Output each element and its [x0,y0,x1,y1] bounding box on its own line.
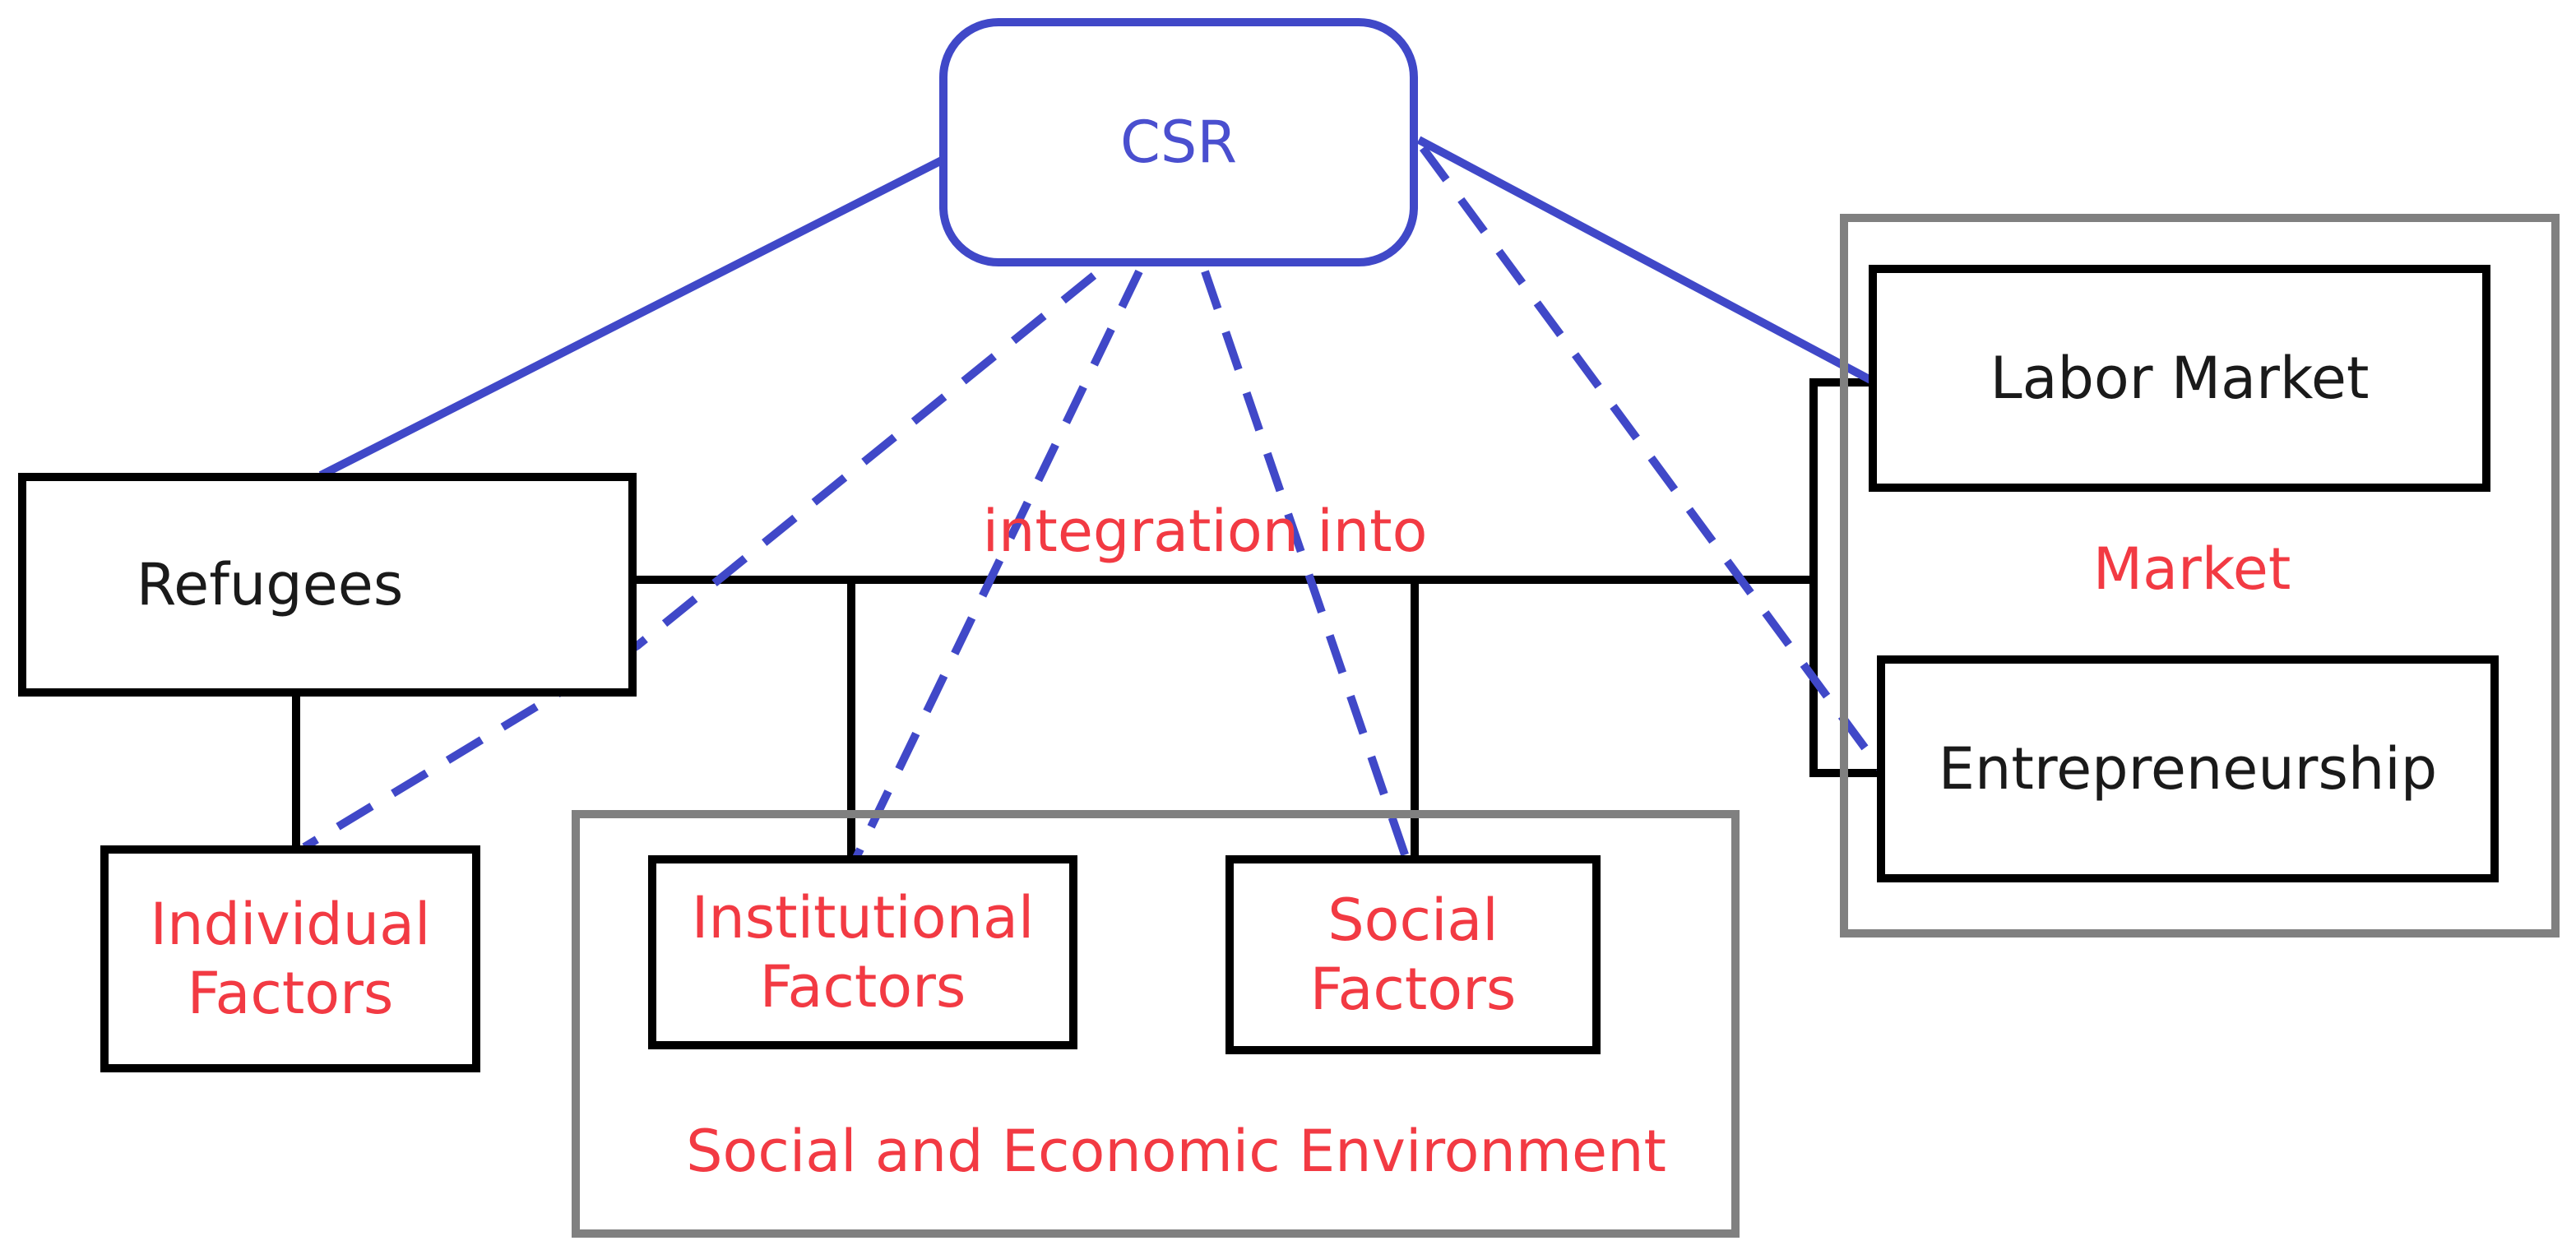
integration-into-label: integration into [982,498,1428,565]
individual-factors-node: Individual Factors [100,845,480,1072]
csr-to-labor-market-line [1416,136,1878,387]
csr-to-individual-dashed-line [302,272,1097,851]
csr-label: CSR [1120,109,1237,176]
refugees-label: Refugees [136,551,404,618]
csr-to-refugees-line [318,156,944,479]
market-group-frame [1840,214,2560,937]
csr-node: CSR [939,18,1418,266]
entrepreneurship-node: Entrepreneurship [1877,655,2499,882]
labor-market-label: Labor Market [1990,345,2370,412]
environment-group-frame [572,810,1740,1238]
social-factors-label: Social Factors [1309,887,1517,1023]
refugees-node: Refugees [18,473,637,697]
csr-to-social-dashed-line [1201,270,1411,861]
environment-group-label: Social and Economic Environment [686,1118,1666,1185]
market-group-label: Market [2092,535,2291,603]
csr-to-institutional-dashed-line [851,269,1143,862]
institutional-factors-label: Institutional Factors [691,884,1035,1021]
labor-market-node: Labor Market [1869,265,2490,492]
social-factors-node: Social Factors [1225,855,1601,1054]
individual-factors-label: Individual Factors [150,891,431,1027]
institutional-factors-node: Institutional Factors [648,855,1077,1049]
csr-to-entrepreneurship-dashed-line [1419,146,1888,775]
entrepreneurship-label: Entrepreneurship [1938,735,2438,803]
